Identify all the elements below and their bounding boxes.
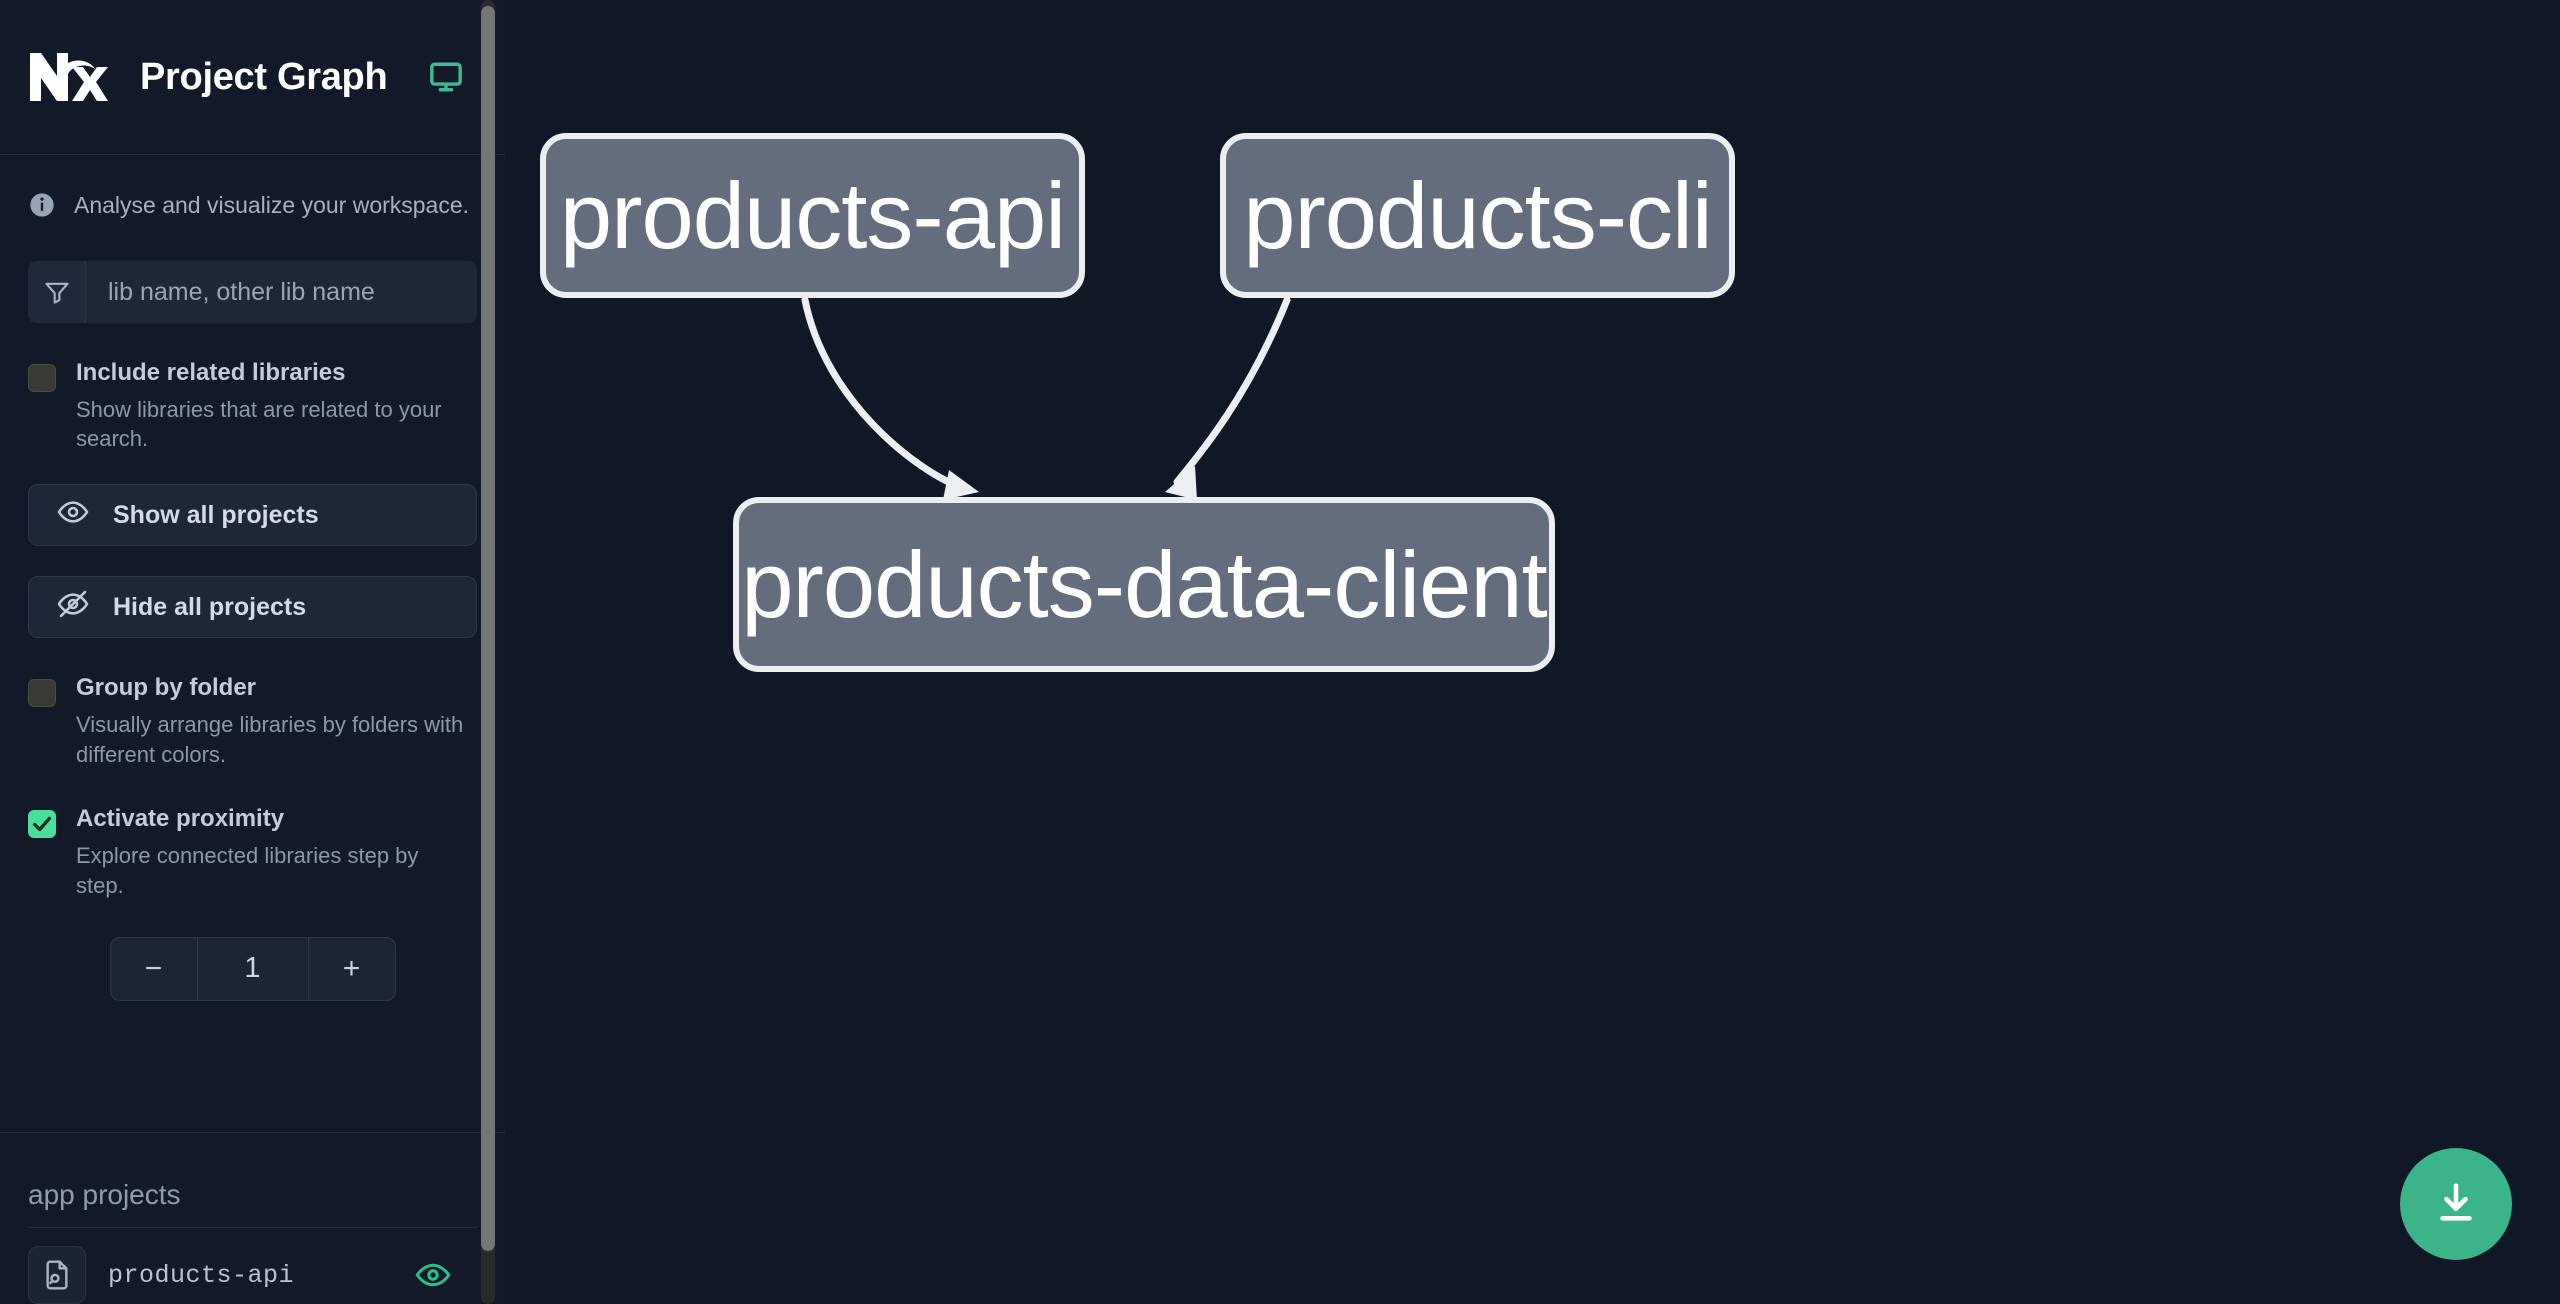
info-icon — [28, 191, 56, 219]
show-all-projects-label: Show all projects — [113, 500, 319, 529]
edge-products-cli-to-data-client — [1173, 296, 1291, 486]
sidebar-header: Project Graph — [0, 0, 505, 155]
proximity-decrement-button[interactable]: − — [111, 938, 197, 1000]
include-related-checkbox[interactable] — [28, 364, 56, 392]
graph-node-label: products-cli — [1243, 162, 1713, 268]
list-item-label: products-api — [108, 1260, 295, 1290]
arrowhead-products-cli — [1165, 466, 1197, 500]
app-file-icon — [28, 1246, 86, 1304]
list-item[interactable]: products-api — [28, 1228, 477, 1304]
sidebar: Project Graph Analyse and visualize your… — [0, 0, 505, 1304]
option-activate-proximity[interactable]: Activate proximity Explore connected lib… — [28, 805, 477, 900]
proximity-value: 1 — [196, 937, 309, 1000]
search-input[interactable] — [86, 261, 477, 323]
filter-funnel-icon — [43, 278, 71, 306]
proximity-stepper-wrapper: − 1 + — [28, 936, 477, 1001]
graph-edges — [801, 296, 1291, 500]
graph-node-label: products-data-client — [741, 531, 1548, 637]
option-description: Explore connected libraries step by step… — [76, 843, 419, 898]
option-group-by-folder[interactable]: Group by folder Visually arrange librari… — [28, 674, 477, 769]
option-description: Show libraries that are related to your … — [76, 396, 442, 452]
option-include-related-libraries[interactable]: Include related libraries Show libraries… — [28, 359, 477, 454]
show-all-projects-button[interactable]: Show all projects — [28, 484, 477, 547]
filter-icon-wrapper — [28, 261, 86, 323]
app-projects-heading: app projects — [28, 1133, 477, 1228]
option-label: Group by folder — [76, 674, 256, 702]
proximity-increment-button[interactable]: + — [309, 938, 395, 1000]
graph-node-products-data-client[interactable]: products-data-client — [733, 497, 1555, 672]
sidebar-body: Include related libraries Show libraries… — [0, 219, 505, 1102]
page-title: Project Graph — [140, 55, 388, 98]
edge-products-api-to-data-client — [801, 296, 964, 491]
project-graph-canvas[interactable]: products-api products-cli products-data-… — [505, 0, 2560, 1304]
proximity-stepper: − 1 + — [109, 936, 396, 1001]
activate-proximity-checkbox[interactable] — [28, 810, 56, 839]
eye-off-icon — [57, 588, 89, 627]
filter-search-row — [28, 261, 477, 323]
arrowhead-products-api — [943, 470, 979, 500]
sidebar-scrollbar-thumb[interactable] — [481, 6, 495, 1251]
project-visibility-eye-icon[interactable] — [415, 1257, 451, 1293]
sidebar-tagline: Analyse and visualize your workspace. — [0, 155, 505, 219]
nx-logo — [28, 49, 114, 105]
graph-node-label: products-api — [559, 162, 1066, 268]
option-description: Visually arrange libraries by folders wi… — [76, 711, 464, 767]
download-image-button[interactable] — [2400, 1148, 2512, 1260]
hide-all-projects-label: Hide all projects — [113, 592, 307, 621]
projects-section: app projects products-api — [0, 1132, 505, 1304]
option-label: Include related libraries — [76, 359, 346, 386]
tagline-text: Analyse and visualize your workspace. — [74, 191, 470, 218]
graph-node-products-cli[interactable]: products-cli — [1220, 133, 1735, 298]
graph-node-products-api[interactable]: products-api — [540, 133, 1085, 298]
monitor-icon[interactable] — [429, 60, 463, 94]
option-label: Activate proximity — [76, 805, 285, 833]
group-by-folder-checkbox[interactable] — [28, 679, 56, 708]
eye-icon — [57, 496, 89, 535]
hide-all-projects-button[interactable]: Hide all projects — [28, 576, 477, 639]
download-icon — [2433, 1180, 2479, 1229]
